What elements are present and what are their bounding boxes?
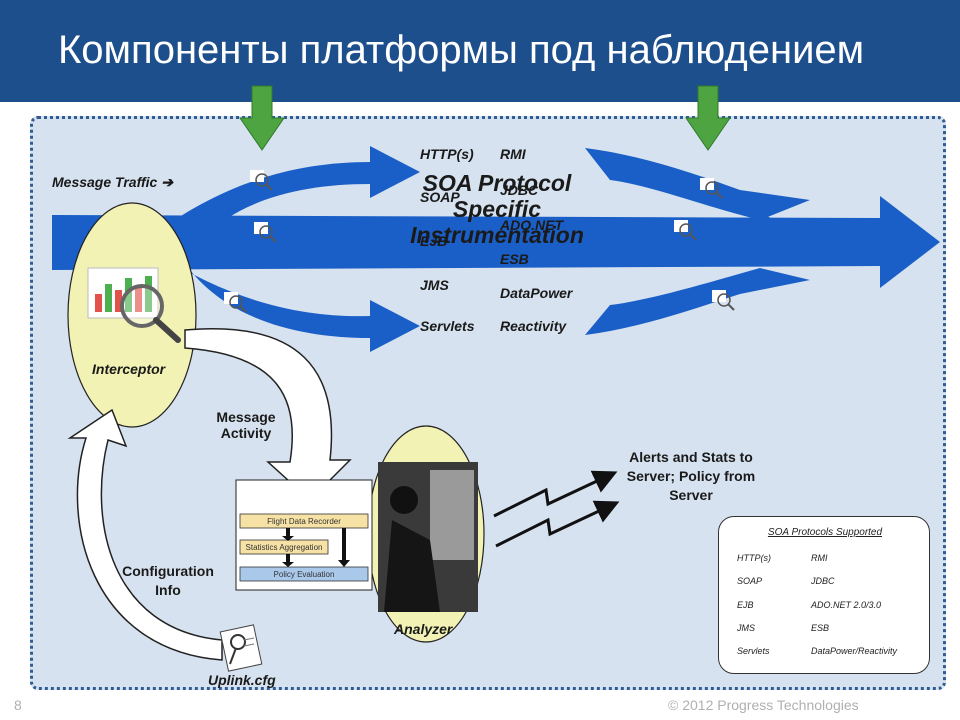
protocol-label: JDBC bbox=[500, 182, 539, 198]
protocol-label: SOAP bbox=[420, 189, 460, 205]
protocol-label: RMI bbox=[500, 146, 526, 162]
analyzer-photo bbox=[378, 462, 478, 612]
protocol-label: EJB bbox=[420, 233, 448, 249]
traffic-flow-mid-right bbox=[598, 212, 810, 262]
legend-cell: Servlets bbox=[737, 646, 770, 656]
protocol-label: DataPower bbox=[500, 285, 573, 301]
alerts-label: Alerts and Stats to Server; Policy from … bbox=[626, 449, 756, 503]
legend-cell: EJB bbox=[737, 600, 754, 610]
configuration-label: Configuration Info bbox=[122, 563, 214, 598]
uplink-label: Uplink.cfg bbox=[208, 672, 276, 688]
protocols-legend: SOA Protocols Supported HTTP(s) RMI SOAP… bbox=[718, 516, 930, 674]
legend-cell: ESB bbox=[811, 623, 830, 633]
statistics-aggregation-box bbox=[239, 539, 329, 555]
legend-cell: RMI bbox=[811, 553, 828, 563]
magnifier-icon bbox=[254, 222, 277, 243]
legend-cell: JMS bbox=[737, 623, 755, 633]
traffic-flow-mid-left bbox=[180, 218, 420, 266]
interceptor-chart-icon bbox=[87, 267, 181, 343]
protocol-label: ADO.NET bbox=[500, 217, 563, 233]
policy-evaluation-box bbox=[239, 566, 369, 582]
soa-instrumentation-title: SOA Protocol Specific Instrumentation bbox=[410, 170, 584, 248]
magnifier-icon bbox=[250, 170, 273, 191]
protocol-label: JMS bbox=[420, 277, 449, 293]
flight-data-recorder-box bbox=[239, 513, 369, 529]
green-arrow-right-icon bbox=[685, 85, 731, 151]
analyzer-label: Analyzer bbox=[394, 621, 453, 637]
protocol-label: HTTP(s) bbox=[420, 146, 474, 162]
magnifier-icon bbox=[712, 290, 735, 311]
box-arrow-1 bbox=[282, 528, 294, 541]
magnifier-icon bbox=[674, 220, 697, 241]
magnifier-icon bbox=[700, 178, 723, 199]
flight-data-recorder-label: Flight Data Recorder bbox=[267, 517, 341, 526]
configuration-arrow bbox=[67, 408, 223, 661]
protocol-label: ESB bbox=[500, 251, 529, 267]
legend-cell: ADO.NET 2.0/3.0 bbox=[811, 600, 882, 610]
page-number: 8 bbox=[14, 697, 22, 713]
legend-title: SOA Protocols Supported bbox=[767, 527, 883, 538]
page-title: Компоненты платформы под наблюдением bbox=[58, 28, 865, 72]
box-arrow-3 bbox=[338, 528, 350, 567]
header-bar: Компоненты платформы под наблюдением bbox=[0, 0, 960, 102]
protocol-label: Servlets bbox=[420, 318, 475, 334]
protocol-label: Reactivity bbox=[500, 318, 567, 334]
traffic-flow-main bbox=[52, 196, 940, 288]
traffic-flow-bottom-right bbox=[585, 268, 810, 335]
statistics-aggregation-label: Statistics Aggregation bbox=[245, 543, 323, 552]
traffic-flow-top-left bbox=[160, 146, 420, 240]
magnifier-icon bbox=[224, 292, 247, 313]
traffic-flow-top-right bbox=[585, 148, 810, 220]
legend-cell: JDBC bbox=[811, 576, 835, 586]
message-traffic-label: Message Traffic ➔ bbox=[52, 174, 173, 190]
legend-cell: HTTP(s) bbox=[737, 553, 771, 563]
traffic-flow-bottom-left bbox=[160, 255, 420, 352]
interceptor-label: Interceptor bbox=[92, 361, 166, 377]
green-arrow-left-icon bbox=[239, 85, 285, 151]
legend-cell: SOAP bbox=[737, 576, 763, 586]
policy-evaluation-label: Policy Evaluation bbox=[273, 570, 335, 579]
message-activity-label: Message Activity bbox=[216, 409, 276, 441]
copyright: © 2012 Progress Technologies bbox=[668, 697, 859, 713]
legend-cell: DataPower/Reactivity bbox=[811, 646, 898, 656]
box-arrow-2 bbox=[282, 554, 294, 567]
lightning-link-top bbox=[493, 470, 618, 518]
lightning-link-bottom bbox=[495, 500, 620, 548]
config-file-icon bbox=[219, 624, 263, 672]
